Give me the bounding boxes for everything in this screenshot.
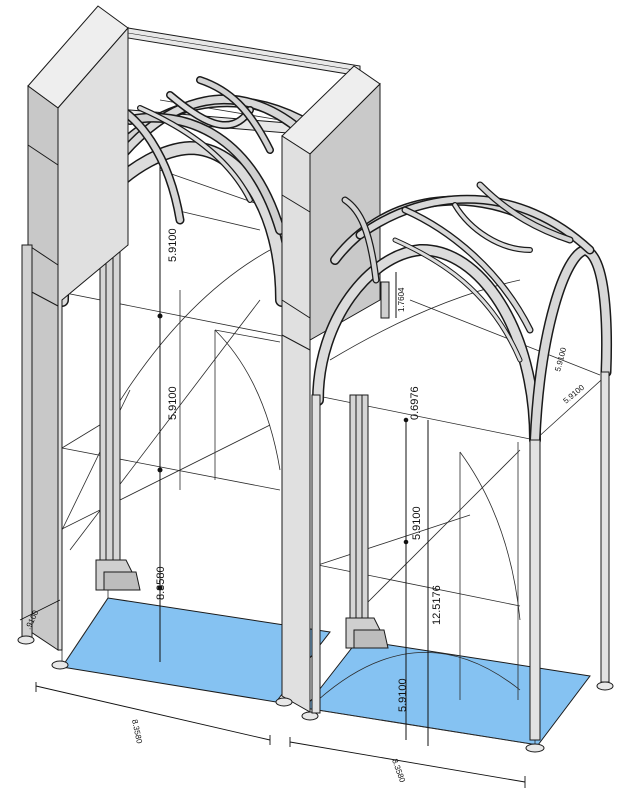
- dim-tall-bay-base: 8.3580: [130, 719, 144, 745]
- dim-short-bay-rise: 0.6976: [409, 386, 421, 420]
- dim-tall-bay-upper: 5.9100: [167, 228, 179, 262]
- short-bay-boss: [380, 281, 390, 319]
- short-bay-vault-ribs: [312, 181, 613, 446]
- dim-tall-bay-middle: 5.9100: [167, 386, 179, 420]
- tall-bay-right-pier: [275, 65, 381, 721]
- dim-short-bay-key-offset: 1.7604: [397, 287, 406, 312]
- dim-tall-bay-lower: 8.3580: [155, 566, 167, 600]
- short-bay-front-shafts: [311, 371, 614, 753]
- dim-short-bay-total: 12.5176: [431, 585, 443, 625]
- floor-dimension-lines: [19, 599, 526, 788]
- dim-short-bay-upper: 5.9100: [411, 506, 423, 540]
- tall-bay-left-pier: [17, 5, 129, 670]
- short-bay-floor: [304, 639, 591, 746]
- tall-bay-vertical-dimension: [157, 166, 163, 662]
- dim-short-bay-right-2: 5.9100: [562, 383, 587, 406]
- tall-bay-back-colonnette: [95, 239, 141, 591]
- dim-short-bay-lower: 5.9100: [397, 678, 409, 712]
- short-bay-vertical-dimensions: [395, 272, 429, 746]
- dim-short-bay-right-1: 5.9100: [553, 346, 568, 372]
- short-bay-back-colonnette: [345, 394, 389, 649]
